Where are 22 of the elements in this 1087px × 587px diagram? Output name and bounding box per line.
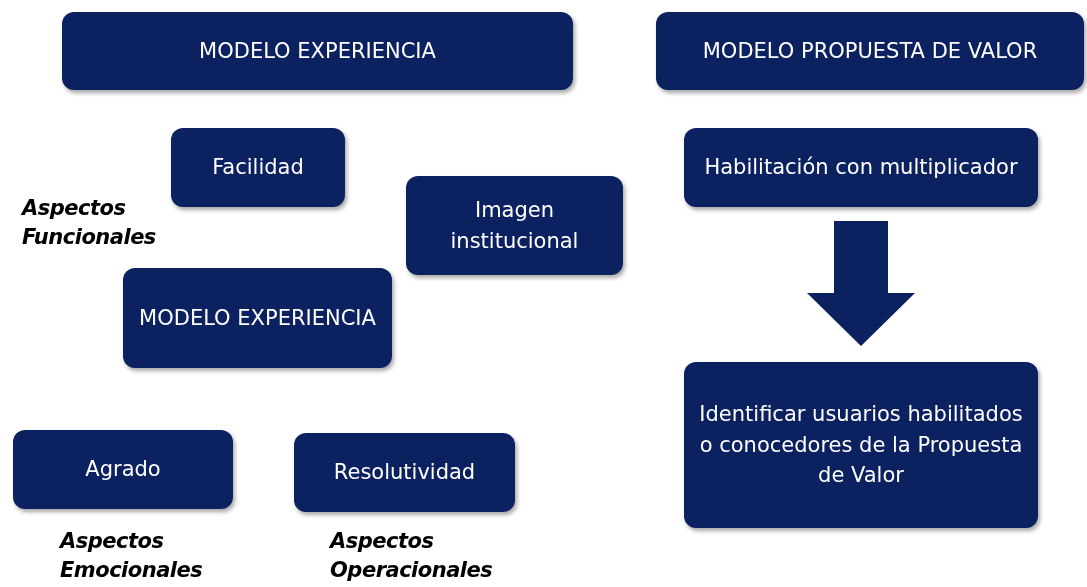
process-box <box>171 128 345 207</box>
process-box <box>13 430 233 509</box>
box-label: Imagen institucional <box>449 197 580 255</box>
box-label: Facilidad <box>212 154 304 182</box>
block-arrow <box>807 221 915 346</box>
process-box <box>294 433 515 512</box>
process-box <box>406 176 623 275</box>
box-label: Habilitación con multiplicador <box>704 154 1018 182</box>
process-box <box>684 128 1038 207</box>
box-label: MODELO PROPUESTA DE VALOR <box>702 37 1038 65</box>
category-label: Aspectos Operacionales <box>330 528 494 585</box>
process-box <box>656 12 1084 90</box>
process-box <box>684 362 1038 528</box>
process-box <box>62 12 573 90</box>
category-label: Aspectos Emocionales <box>60 528 204 585</box>
box-label: MODELO EXPERIENCIA <box>139 304 376 332</box>
process-box <box>123 268 392 368</box>
box-label: Resolutividad <box>333 459 476 487</box>
box-label: Agrado <box>85 456 161 484</box>
box-label: Identificar usuarios habilitados o conocedores de la Propuesta de Valor <box>698 401 1024 490</box>
category-label: Aspectos Funcionales <box>22 195 157 252</box>
box-label: MODELO EXPERIENCIA <box>199 37 436 65</box>
